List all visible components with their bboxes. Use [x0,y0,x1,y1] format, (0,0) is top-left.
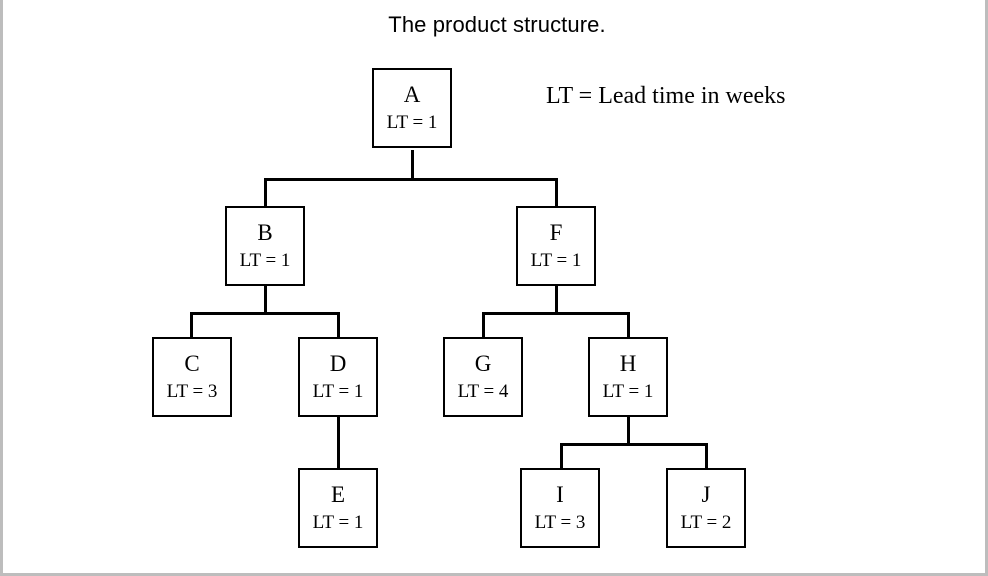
legend-lead-time-note: LT = Lead time in weeks [546,83,786,109]
node-i-leadtime: LT = 3 [534,512,586,533]
node-f-label: F [549,220,563,245]
node-i-label: I [556,482,564,507]
node-d-leadtime: LT = 1 [312,381,364,402]
node-a[interactable]: A LT = 1 [372,68,452,148]
connector-b-drop [264,178,267,207]
node-c-leadtime: LT = 3 [166,381,218,402]
connector-h-drop [627,312,630,338]
node-j-leadtime: LT = 2 [680,512,732,533]
node-d[interactable]: D LT = 1 [298,337,378,417]
node-g-label: G [474,351,492,376]
connector-h-bar [560,443,707,446]
node-e-label: E [330,482,346,507]
node-b-leadtime: LT = 1 [239,250,291,271]
node-f-leadtime: LT = 1 [530,250,582,271]
node-d-label: D [329,351,347,376]
connector-g-drop [482,312,485,338]
node-f[interactable]: F LT = 1 [516,206,596,286]
node-h[interactable]: H LT = 1 [588,337,668,417]
node-g[interactable]: G LT = 4 [443,337,523,417]
connector-c-drop [190,312,193,338]
node-a-label: A [403,82,421,107]
page-title: The product structure. [388,12,606,37]
connector-f-drop [555,178,558,207]
connector-b-bar [190,312,337,315]
connector-i-drop [560,443,563,469]
node-e-leadtime: LT = 1 [312,512,364,533]
connector-h-stem [627,416,630,445]
connector-a-bar [264,178,558,181]
node-c[interactable]: C LT = 3 [152,337,232,417]
connector-f-stem [555,285,558,314]
connector-d-drop [337,312,340,338]
connector-a-stem [411,150,414,180]
node-e[interactable]: E LT = 1 [298,468,378,548]
node-g-leadtime: LT = 4 [457,381,509,402]
node-b-label: B [257,220,273,245]
node-b[interactable]: B LT = 1 [225,206,305,286]
node-j-label: J [701,482,711,507]
node-h-leadtime: LT = 1 [602,381,654,402]
node-c-label: C [184,351,200,376]
connector-f-bar [482,312,629,315]
node-h-label: H [619,351,637,376]
node-j[interactable]: J LT = 2 [666,468,746,548]
connector-d-to-e-stem [337,416,340,469]
connector-b-stem [264,285,267,314]
node-a-leadtime: LT = 1 [386,112,438,133]
connector-j-drop [705,443,708,469]
node-i[interactable]: I LT = 3 [520,468,600,548]
